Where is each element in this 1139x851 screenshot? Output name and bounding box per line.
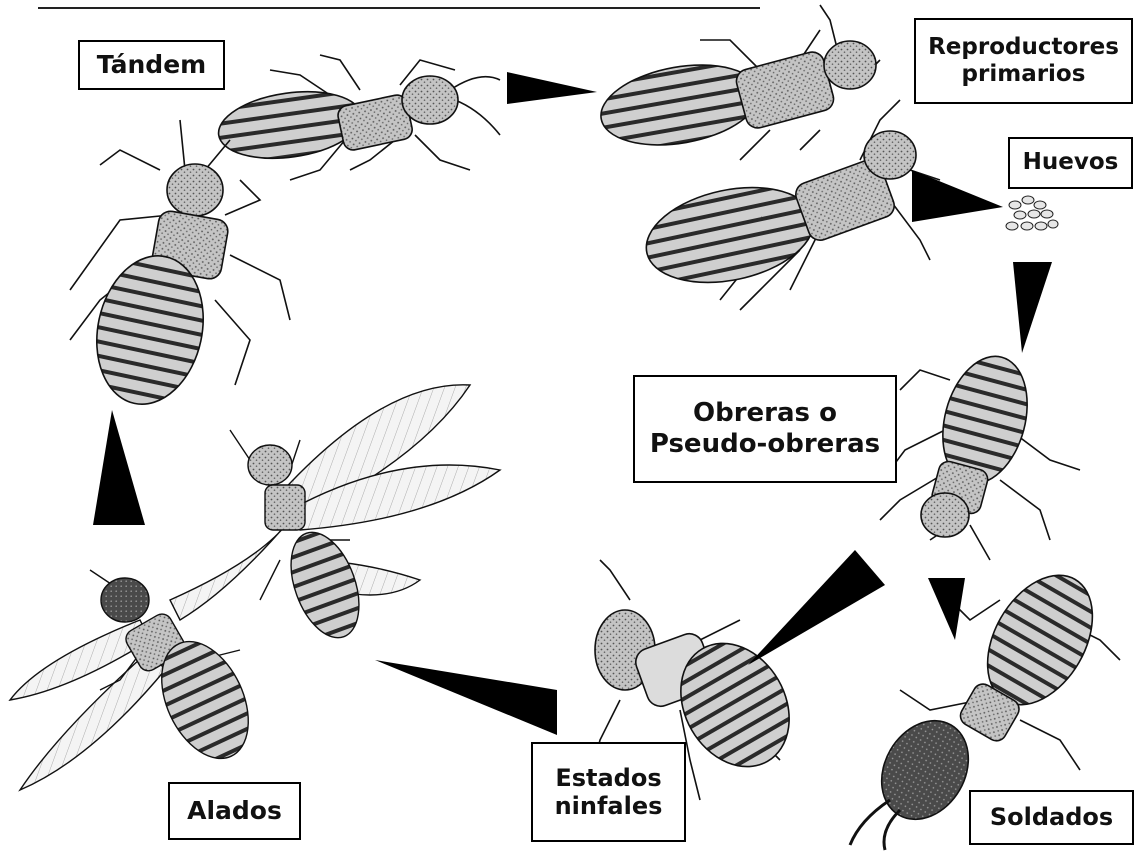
tandem-pair xyxy=(70,55,500,414)
tandem-follower-termite xyxy=(70,120,290,414)
label-soldados-text: Soldados xyxy=(990,803,1113,831)
obrera-termite xyxy=(880,347,1080,560)
label-alados: Alados xyxy=(168,782,301,840)
label-alados-text: Alados xyxy=(187,796,282,826)
label-estados-ninfales: Estados ninfales xyxy=(531,742,686,842)
arrow-alados-to-tandem xyxy=(93,410,145,525)
label-obreras-line2: Pseudo-obreras xyxy=(650,429,880,460)
label-soldados: Soldados xyxy=(969,790,1134,845)
label-obreras-line1: Obreras o xyxy=(693,398,837,429)
wing xyxy=(170,520,290,620)
arrow-estados-to-alados xyxy=(375,660,557,735)
label-estados-line2: ninfales xyxy=(555,792,663,820)
tandem-lead-termite xyxy=(214,55,500,180)
king-termite xyxy=(595,5,880,160)
label-huevos: Huevos xyxy=(1008,137,1133,189)
label-reproductores-primarios: Reproductores primarios xyxy=(914,18,1133,104)
arrow-huevos-to-obreras xyxy=(1013,262,1052,353)
label-obreras: Obreras o Pseudo-obreras xyxy=(633,375,897,483)
arrow-obreras-to-soldados xyxy=(928,578,965,640)
arrow-obreras-to-estados xyxy=(748,550,885,665)
reproductores-primarios-pair xyxy=(595,5,940,310)
label-estados-line1: Estados xyxy=(555,764,661,792)
label-reproductores-line1: Reproductores xyxy=(928,34,1119,61)
alados-pair xyxy=(10,385,500,790)
arrow-tandem-to-reproductores xyxy=(507,72,597,104)
label-tandem-text: Tándem xyxy=(97,50,206,80)
arrow-reproductores-to-huevos xyxy=(912,170,1003,222)
huevos-cluster xyxy=(1006,196,1058,230)
label-tandem: Tándem xyxy=(78,40,225,90)
label-reproductores-line2: primarios xyxy=(962,61,1086,88)
label-huevos-text: Huevos xyxy=(1023,149,1119,176)
